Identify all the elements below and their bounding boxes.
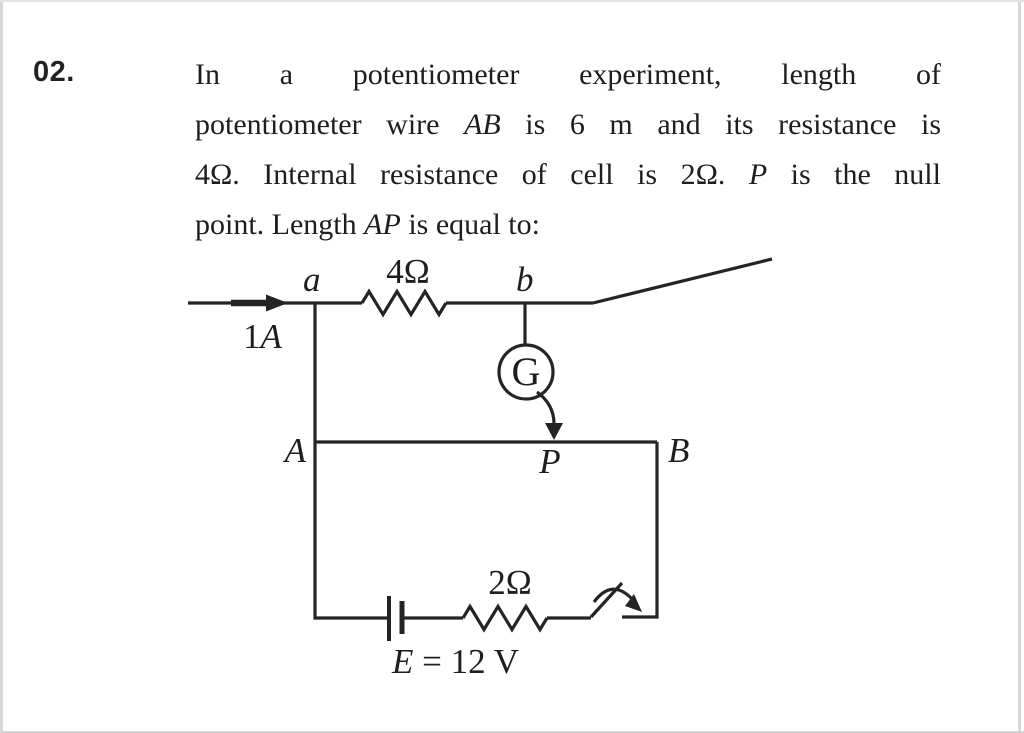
text-segment: is equal to:	[400, 208, 540, 241]
current-label: 1A	[243, 317, 283, 356]
left-branch-wire	[313, 303, 387, 620]
text-segment: In a potentiometer experiment, length of	[195, 58, 941, 91]
switch-arrow-icon	[625, 594, 642, 612]
question-line-4: point. Length AP is equal to:	[195, 200, 941, 250]
question-line-2: potentiometer wire AB is 6 m and its res…	[195, 100, 941, 150]
bottom-resistor-label: 2Ω	[488, 563, 532, 602]
text-segment: is 6 m and its resistance is	[500, 108, 941, 141]
question-line-3: 4Ω. Internal resistance of cell is 2Ω. P…	[195, 150, 941, 200]
node-A-label: A	[283, 431, 307, 470]
question-line-1: In a potentiometer experiment, length of	[195, 50, 941, 100]
galvanometer-circle	[497, 343, 555, 401]
galvanometer-arrow-curve	[536, 390, 556, 425]
null-point-label: P	[538, 442, 560, 481]
bottom-resistor-zigzag	[461, 603, 549, 633]
switch-arc	[592, 587, 634, 603]
page-border-top	[0, 0, 1024, 2]
question-text: In a potentiometer experiment, length of…	[195, 50, 941, 250]
text-segment: is the null	[767, 158, 941, 191]
page-border-bottom	[0, 731, 1024, 733]
current-arrow-icon	[266, 294, 288, 312]
variable-AB: AB	[464, 108, 501, 141]
text-segment: point. Length	[195, 208, 365, 241]
galvanometer-label: G	[512, 349, 541, 394]
emf-label: E = 12 V	[391, 642, 519, 681]
text-segment: potentiometer wire	[195, 108, 465, 141]
node-a-label: a	[303, 260, 321, 299]
node-B-label: B	[668, 431, 689, 470]
question-number: 02.	[33, 56, 75, 88]
diagonal-jockey-wire	[592, 257, 773, 305]
top-resistor-zigzag	[360, 288, 448, 318]
variable-AP: AP	[364, 208, 401, 241]
text-segment: 4Ω. Internal resistance of cell is 2Ω.	[195, 158, 749, 191]
variable-P: P	[748, 158, 768, 191]
node-b-label: b	[516, 260, 534, 299]
null-point-arrow-icon	[545, 423, 563, 440]
top-resistor-label: 4Ω	[386, 252, 430, 291]
page-border-left	[0, 0, 3, 733]
right-branch-wire	[622, 442, 659, 619]
page-border-right	[1018, 0, 1021, 733]
